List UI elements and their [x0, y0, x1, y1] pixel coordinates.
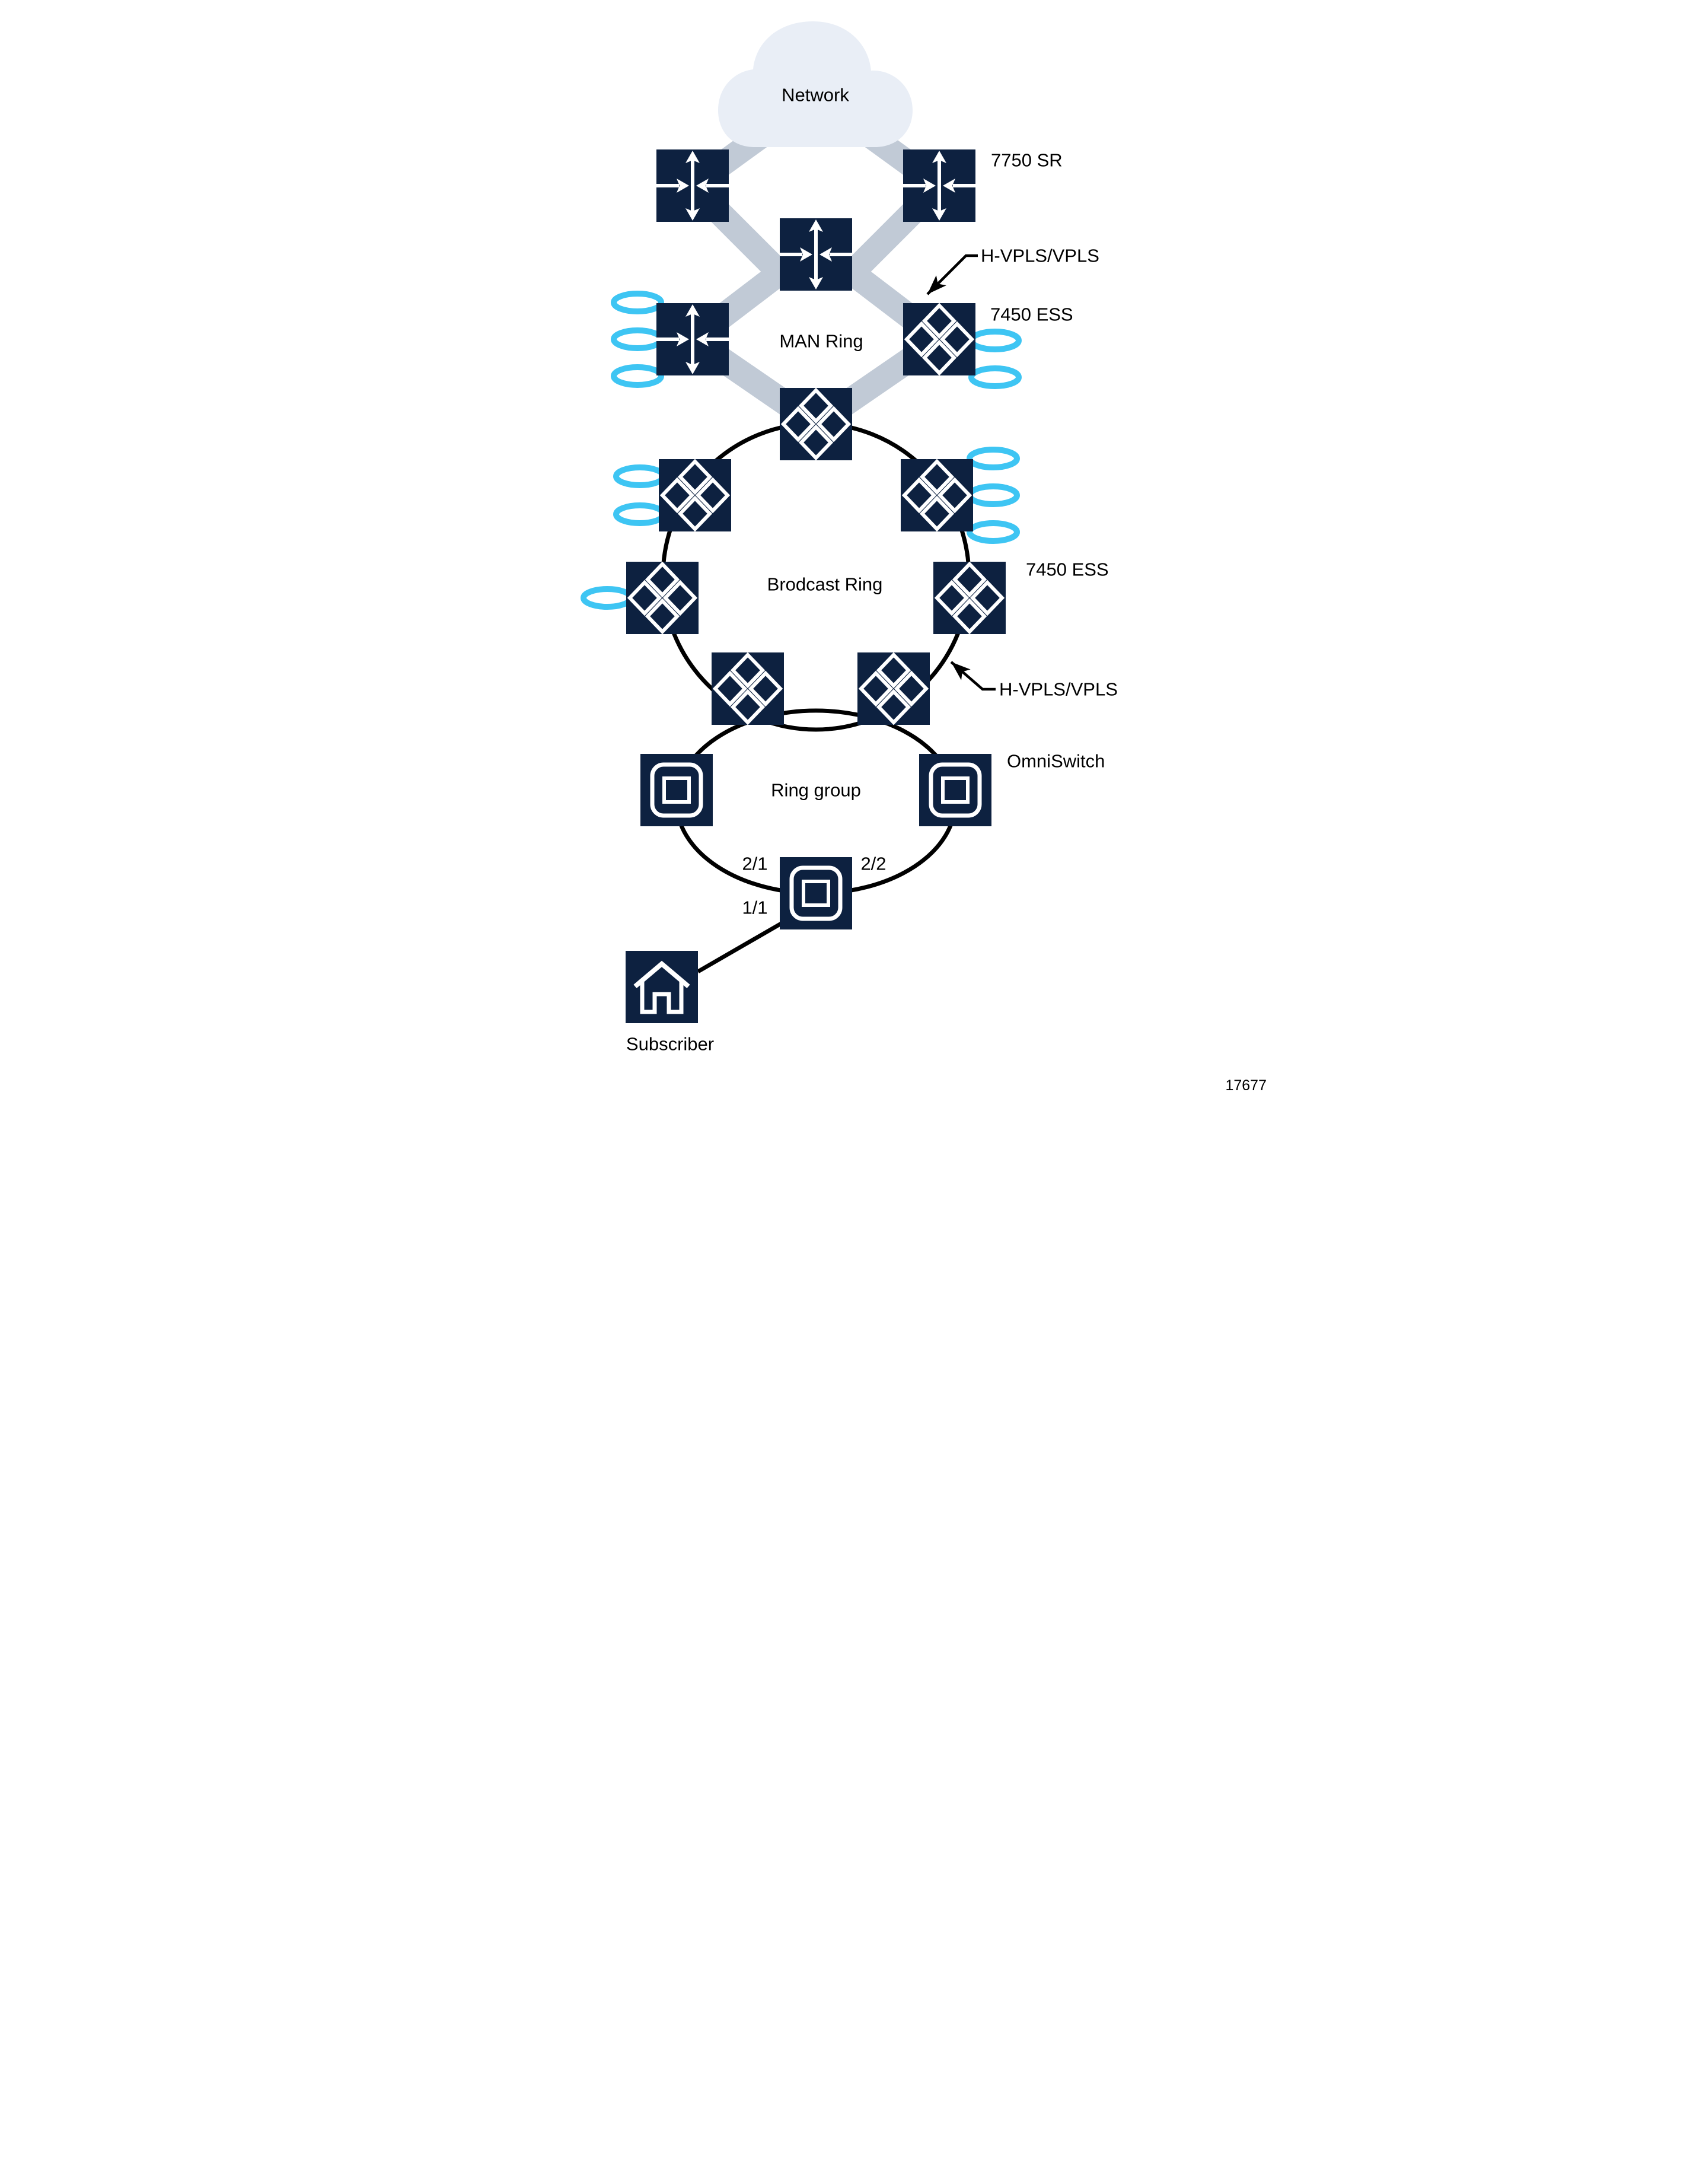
- loop-ring-icon: [614, 330, 661, 348]
- node-7750-sr-right: [903, 149, 975, 222]
- loop-ring-icon: [616, 505, 664, 523]
- node-7750-sr-left: [656, 149, 729, 222]
- node-7450-ess-upper-right: [903, 303, 975, 375]
- ess-model-label-mid: 7450 ESS: [1026, 559, 1109, 580]
- ess-model-label-top: 7450 ESS: [990, 304, 1073, 325]
- loop-ring-icon: [614, 294, 661, 311]
- loop-ring-icon: [970, 486, 1017, 504]
- node-7450-ess-ring-right: [933, 562, 1006, 634]
- loop-ring-icon: [583, 589, 631, 607]
- node-7450-ess-ring-upper-left: [658, 459, 731, 531]
- router-model-label: 7750 SR: [991, 150, 1063, 171]
- subscriber-drop-line: [696, 921, 783, 974]
- network-topology-diagram: Network 7750 SR H-VPLS/VPLS 7450 ESS MAN…: [423, 21, 1267, 1092]
- node-omniswitch-left: [640, 754, 713, 826]
- port-label-2-2: 2/2: [860, 854, 886, 874]
- node-omniswitch-bottom: [779, 857, 852, 929]
- subscriber-label: Subscriber: [626, 1034, 713, 1055]
- hvpls-label-top: H-VPLS/VPLS: [981, 246, 1099, 266]
- network-cloud: [718, 21, 913, 147]
- node-square: [857, 652, 930, 725]
- port-label-1-1: 1/1: [742, 897, 767, 918]
- ring-group-label: Ring group: [771, 780, 861, 801]
- node-square: [933, 562, 1006, 634]
- loop-ring-icon: [616, 467, 664, 485]
- node-7450-ess-ring-bottom-right: [857, 652, 930, 725]
- hvpls-annotation-arrow-top: [926, 254, 978, 295]
- node-7450-ess-ring-bottom-left: [711, 652, 784, 725]
- node-7450-ess-ring-left: [626, 562, 699, 634]
- node-7450-ess-ring-upper-right: [900, 459, 973, 531]
- node-omniswitch-right: [919, 754, 991, 826]
- node-subscriber-house: [625, 951, 698, 1023]
- man-ring-label: MAN Ring: [779, 331, 863, 352]
- cloud-label: Network: [782, 85, 849, 106]
- network-topology-figure: Network 7750 SR H-VPLS/VPLS 7450 ESS MAN…: [423, 0, 1268, 1092]
- loop-ring-icon: [971, 368, 1019, 386]
- loop-ring-icon: [614, 367, 661, 385]
- node-7750-sr-middle: [779, 218, 852, 291]
- node-7450-ess-ring-top: [779, 388, 852, 460]
- node-square: [779, 388, 852, 460]
- omniswitch-model-label: OmniSwitch: [1007, 751, 1105, 772]
- broadcast-ring-label: Brodcast Ring: [767, 574, 882, 595]
- hvpls-label-bottom: H-VPLS/VPLS: [999, 679, 1118, 700]
- loop-ring-icon: [970, 450, 1017, 467]
- loop-ring-icon: [971, 332, 1019, 349]
- port-label-2-1: 2/1: [742, 854, 767, 874]
- node-square: [903, 303, 975, 375]
- node-7750-sr-lower-left: [656, 303, 729, 375]
- loop-ring-icon: [970, 523, 1017, 541]
- node-square: [711, 652, 784, 725]
- node-square: [658, 459, 731, 531]
- figure-number: 17677: [1225, 1077, 1267, 1092]
- node-square: [626, 562, 699, 634]
- hvpls-annotation-arrow-bottom: [950, 661, 996, 691]
- node-square: [900, 459, 973, 531]
